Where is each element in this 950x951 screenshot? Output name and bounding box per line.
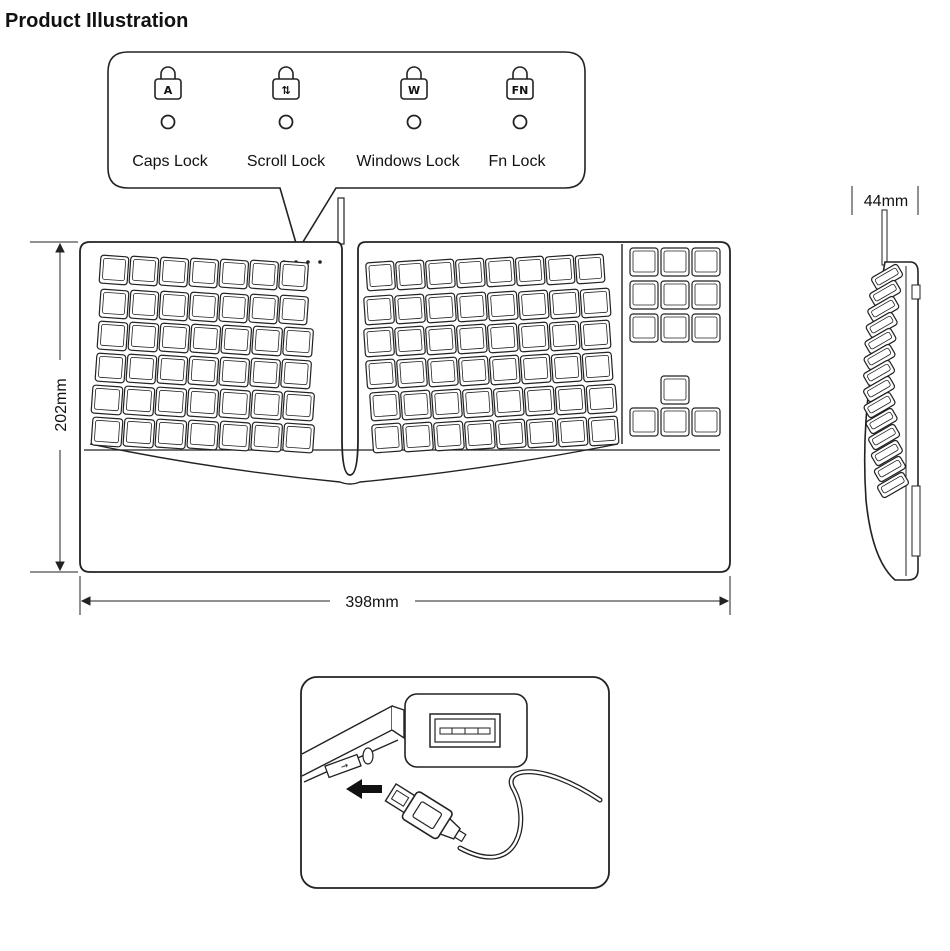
- caps-lock-led: [162, 116, 175, 129]
- scroll-lock-glyph: ⇅: [281, 84, 290, 97]
- caps-lock-label: Caps Lock: [132, 153, 209, 170]
- numpad-key-cluster: [630, 248, 720, 436]
- windows-lock-led: [408, 116, 421, 129]
- height-dimension-label: 44mm: [864, 193, 908, 210]
- scroll-lock-label: Scroll Lock: [247, 153, 326, 170]
- keyboard-side-view: [852, 186, 920, 580]
- caps-lock-glyph: A: [164, 84, 173, 97]
- width-dimension: [80, 576, 730, 615]
- fn-lock-label: Fn Lock: [489, 153, 547, 170]
- scroll-lock-led: [280, 116, 293, 129]
- width-dimension-label: 398mm: [345, 594, 398, 611]
- depth-dimension-label: 202mm: [53, 378, 70, 431]
- fn-lock-led: [514, 116, 527, 129]
- usb-connection-inset: ⇝: [301, 677, 609, 888]
- windows-lock-glyph: W: [408, 84, 420, 97]
- windows-lock-label: Windows Lock: [356, 153, 460, 170]
- keyboard-top-view: [80, 198, 730, 572]
- fn-lock-glyph: FN: [512, 84, 529, 97]
- keyboard-cable: [338, 198, 344, 244]
